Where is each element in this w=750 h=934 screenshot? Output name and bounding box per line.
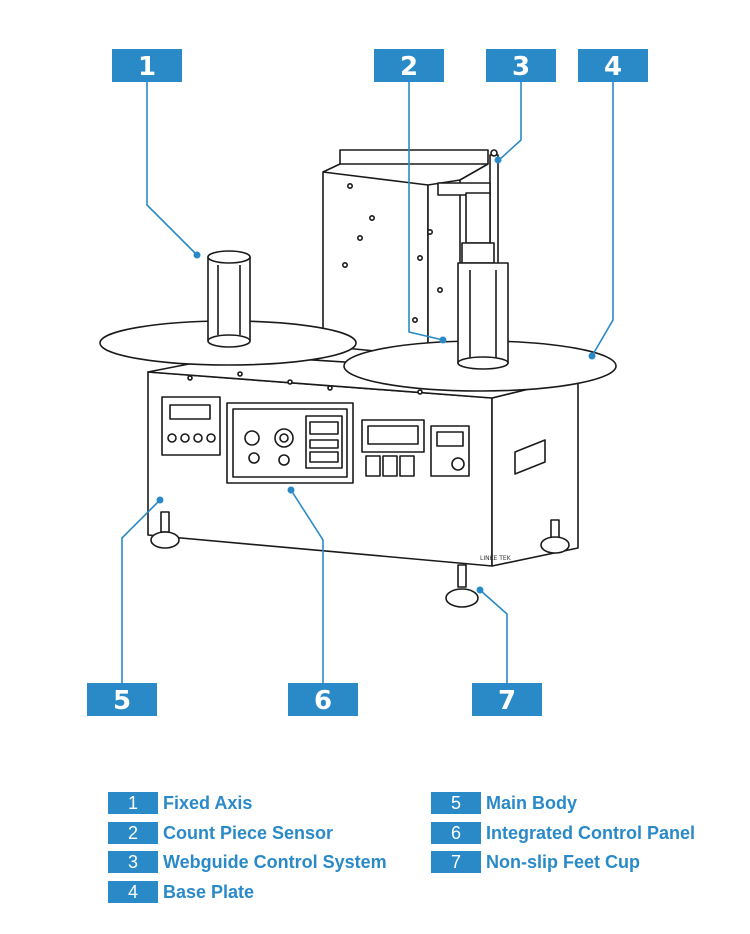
speed-controller [361, 419, 425, 477]
callout-1: 1 [112, 49, 182, 82]
brand-mark: LINKE TEK [480, 555, 512, 562]
counter-meter [161, 396, 221, 456]
tension-display [430, 425, 470, 477]
leader-lines [121, 82, 614, 683]
callout-2: 2 [374, 49, 444, 82]
callout-3: 3 [486, 49, 556, 82]
feet-cups [150, 511, 570, 608]
callout-7-number: 7 [498, 686, 516, 716]
right-base-plate [343, 192, 617, 392]
integrated-control-panel [226, 402, 354, 484]
callout-4-number: 4 [604, 52, 622, 82]
webguide-frame [322, 149, 489, 357]
callout-4: 4 [578, 49, 648, 82]
callout-2-number: 2 [400, 52, 418, 82]
callout-6-number: 6 [314, 686, 332, 716]
callout-3-number: 3 [512, 52, 530, 82]
callout-1-number: 1 [138, 52, 156, 82]
callout-6: 6 [288, 683, 358, 716]
callout-5-number: 5 [113, 686, 131, 716]
leader-dots [156, 156, 596, 594]
callout-5: 5 [87, 683, 157, 716]
callout-7: 7 [472, 683, 542, 716]
left-base-plate [99, 250, 357, 366]
